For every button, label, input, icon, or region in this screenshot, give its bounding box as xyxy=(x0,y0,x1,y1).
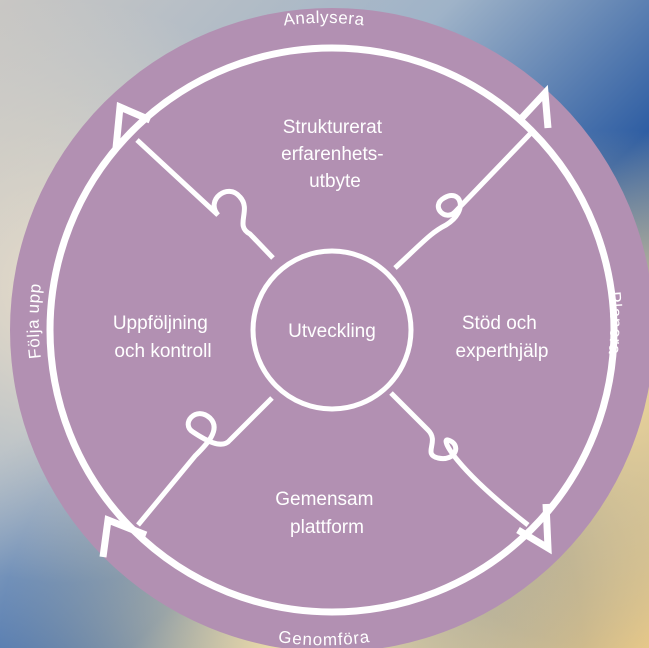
cycle-step-right-label: Planera xyxy=(605,291,626,356)
divider-bottom-left xyxy=(136,396,274,527)
segment-bottom-label: Gemensam plattform xyxy=(275,489,378,538)
arrow-head-top-left-icon xyxy=(112,101,152,149)
segment-right-label: Stöd och experthjälp xyxy=(456,313,549,362)
divider-top-left xyxy=(135,138,275,260)
arrow-head-top-right-icon xyxy=(515,84,552,129)
cycle-ring xyxy=(46,44,618,616)
divider-top-right xyxy=(393,132,532,270)
cycle-step-top-label: Analysera xyxy=(282,8,365,30)
segment-top-label: Strukturerat erfarenhets- utbyte xyxy=(281,117,389,192)
center-circle xyxy=(250,248,414,412)
cycle-step-bottom-label: Genomföra xyxy=(277,627,371,648)
arrow-head-bottom-right-icon xyxy=(516,503,552,555)
divider-bottom-right xyxy=(389,391,530,527)
center-label: Utveckling xyxy=(288,321,376,342)
cycle-step-left-label: Följa upp xyxy=(24,282,45,360)
arrow-head-bottom-left-icon xyxy=(99,515,148,558)
segment-left-label: Uppföljning och kontroll xyxy=(113,313,213,362)
